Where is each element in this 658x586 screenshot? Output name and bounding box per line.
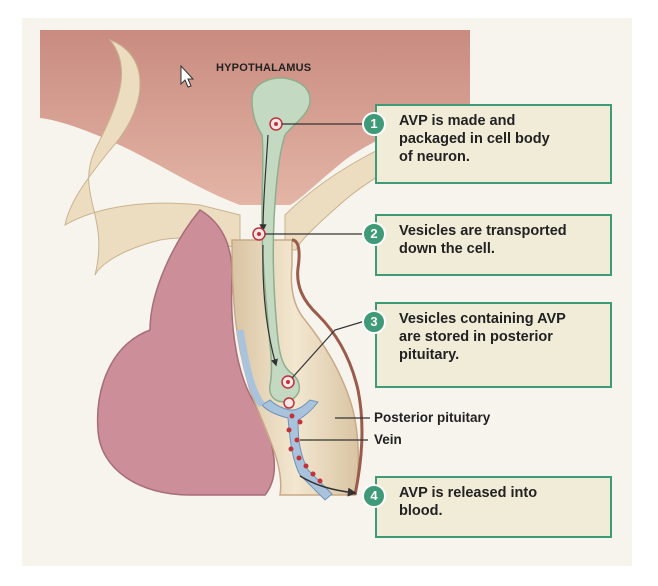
step-3-line-2: are stored in posterior xyxy=(399,329,553,345)
vesicle-4 xyxy=(283,397,295,409)
mouse-cursor-icon xyxy=(180,64,195,88)
step-2-line-1: Vesicles are transported xyxy=(399,223,567,239)
step-2-box: Vesicles are transported down the cell. xyxy=(375,214,612,276)
vesicle-1 xyxy=(269,117,283,131)
anterior-pituitary xyxy=(96,209,276,496)
step-4-badge: 4 xyxy=(362,484,386,508)
avp-dots xyxy=(286,413,323,484)
step-1-line-3: of neuron. xyxy=(399,149,470,165)
release-arrow xyxy=(299,475,357,497)
vein-label: Vein xyxy=(374,432,402,447)
vesicle-3 xyxy=(281,375,295,389)
axon-line xyxy=(262,244,278,367)
posterior-pituitary-label: Posterior pituitary xyxy=(374,410,491,425)
step-3-line-1: Vesicles containing AVP xyxy=(399,311,566,327)
vesicle-2 xyxy=(252,227,266,241)
leader-line-3 xyxy=(291,320,366,379)
step-2-badge: 2 xyxy=(362,222,386,246)
step-1-badge: 1 xyxy=(362,112,386,136)
step-4-line-1: AVP is released into xyxy=(399,485,538,501)
step-1-box: AVP is made and packaged in cell body of… xyxy=(375,104,612,184)
step-3-box: Vesicles containing AVP are stored in po… xyxy=(375,302,612,388)
step-3-badge: 3 xyxy=(362,310,386,334)
step-4-line-2: blood. xyxy=(399,503,443,519)
hypothalamus-label: HYPOTHALAMUS xyxy=(216,62,312,74)
step-1-line-2: packaged in cell body xyxy=(399,131,550,147)
step-3-line-3: pituitary. xyxy=(399,347,460,363)
stalk-outline xyxy=(291,238,364,496)
axon-arrow xyxy=(259,134,269,232)
step-4-box: AVP is released into blood. xyxy=(375,476,612,538)
vein xyxy=(261,399,333,501)
step-1-line-1: AVP is made and xyxy=(399,113,516,129)
step-2-line-2: down the cell. xyxy=(399,241,495,257)
vein-branch-left xyxy=(236,329,265,408)
